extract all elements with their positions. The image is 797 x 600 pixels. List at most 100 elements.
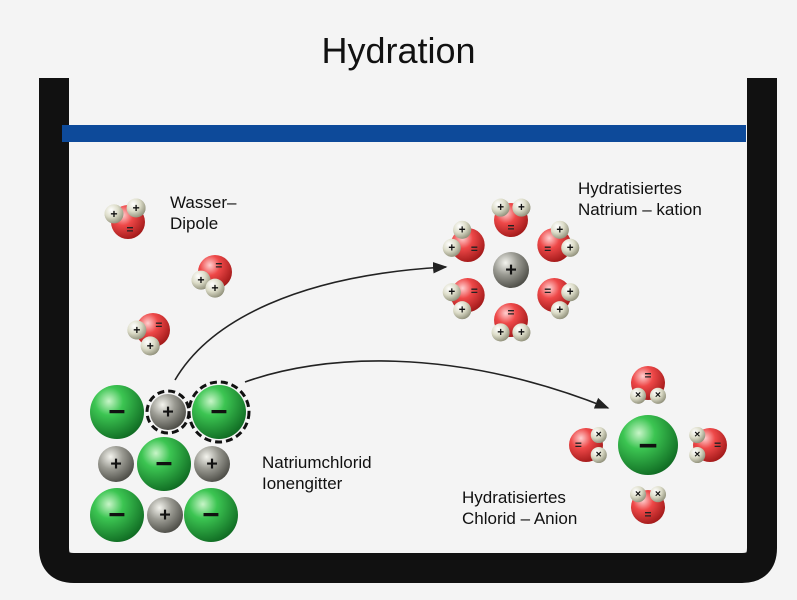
- chloride-ion: −: [187, 380, 251, 444]
- partial-plus: ×: [635, 390, 641, 401]
- partial-plus: +: [567, 241, 574, 254]
- partial-plus: ×: [655, 489, 661, 500]
- label-water-dipoles-line2: Dipole: [170, 214, 219, 233]
- hydrogen-atom: [104, 204, 124, 224]
- hydration-water: × × =: [689, 427, 727, 463]
- arrow-to-cation: [174, 261, 448, 381]
- label-lattice-line1: Natriumchlorid: [262, 453, 372, 472]
- water-dipole: + + =: [191, 255, 232, 298]
- hydrogen-atom: [205, 278, 225, 298]
- hydrogen-atom: [453, 301, 472, 320]
- sodium-ion: +: [147, 497, 183, 533]
- plus-sign: +: [162, 401, 174, 423]
- plus-sign: +: [110, 453, 122, 475]
- partial-plus: +: [459, 223, 466, 236]
- hydration-water: ++=: [491, 303, 531, 342]
- hydrogen-atom: [630, 387, 647, 404]
- hydrogen-atom: [689, 427, 706, 444]
- hydration-water: ++=: [537, 278, 580, 320]
- partial-plus: ×: [596, 449, 602, 460]
- partial-plus: ×: [635, 489, 641, 500]
- label-hydrated-anion-line1: Hydratisiertes: [462, 488, 566, 507]
- partial-plus: +: [448, 241, 455, 254]
- chloride-sphere: [90, 488, 144, 542]
- minus-sign: −: [108, 396, 125, 429]
- partial-plus: +: [459, 304, 466, 317]
- hydrogen-atom: [191, 270, 211, 290]
- hydrogen-atom: [590, 427, 607, 444]
- plus-sign: +: [206, 453, 218, 475]
- plus-sign: +: [159, 504, 171, 526]
- hydrogen-atom: [561, 283, 580, 302]
- hydrogen-atom: [512, 198, 531, 217]
- arrow-to-anion: [244, 360, 610, 409]
- partial-plus: +: [211, 281, 218, 295]
- hydration-water: ××=: [630, 366, 666, 404]
- label-hydrated-anion-line2: Chlorid – Anion: [462, 509, 578, 528]
- partial-plus: +: [518, 326, 525, 339]
- diagram-title: Hydration: [321, 30, 476, 71]
- hydration-water: ××=: [569, 427, 607, 463]
- label-water-dipoles: Wasser– Dipole: [170, 192, 236, 234]
- hydration-water: ++=: [442, 278, 485, 320]
- hydrogen-atom: [550, 301, 569, 320]
- partial-plus: +: [147, 339, 154, 353]
- partial-plus: +: [556, 304, 563, 317]
- label-hydrated-cation-line2: Natrium – kation: [578, 200, 702, 219]
- partial-minus: =: [544, 242, 551, 256]
- hydrogen-atom: [590, 446, 607, 463]
- label-water-dipoles-line1: Wasser–: [170, 193, 237, 212]
- label-lattice-line2: Ionengitter: [262, 474, 343, 493]
- hydrogen-atom: [561, 238, 580, 257]
- partial-minus: =: [714, 438, 721, 452]
- water-dipole: ++=: [104, 198, 146, 239]
- hydration-water: + + =: [442, 220, 485, 262]
- chloride-sphere: [192, 385, 246, 439]
- hydration-water: + + =: [537, 220, 580, 262]
- hydration-water: ××=: [630, 486, 666, 524]
- partial-minus: =: [575, 438, 582, 452]
- partial-plus: ×: [694, 430, 700, 441]
- sodium-ion: +: [98, 446, 134, 482]
- chloride-sphere: [184, 488, 238, 542]
- partial-plus: +: [556, 223, 563, 236]
- label-lattice: Natriumchlorid Ionengitter: [262, 452, 372, 494]
- sodium-ion: +: [145, 389, 191, 435]
- partial-plus: ×: [655, 390, 661, 401]
- sodium-sphere: [147, 497, 183, 533]
- hydrogen-atom: [689, 446, 706, 463]
- sodium-sphere: [194, 446, 230, 482]
- partial-plus: +: [132, 201, 139, 215]
- hydration-water: ++=: [491, 198, 531, 237]
- partial-plus: +: [110, 207, 117, 221]
- partial-minus: =: [471, 284, 478, 298]
- partial-minus: =: [215, 258, 222, 272]
- chloride-ion: −: [90, 488, 144, 542]
- sodium-sphere: [493, 252, 529, 288]
- hydrogen-atom: [442, 283, 461, 302]
- minus-sign: −: [210, 396, 227, 429]
- plus-sign: +: [505, 259, 517, 281]
- partial-plus: ×: [694, 449, 700, 460]
- partial-plus: +: [197, 273, 204, 287]
- hydrogen-atom: [630, 486, 647, 503]
- hydrogen-atom: [649, 387, 666, 404]
- partial-minus: =: [155, 318, 162, 332]
- water-dipole: ++=: [127, 313, 170, 356]
- hydrogen-atom: [126, 198, 146, 218]
- partial-plus: +: [497, 326, 504, 339]
- partial-minus: =: [645, 508, 652, 522]
- chloride-ion-hydrated: −: [618, 415, 678, 475]
- chloride-ion: −: [90, 385, 144, 439]
- partial-minus: =: [645, 368, 652, 382]
- label-hydrated-cation-line1: Hydratisiertes: [578, 179, 682, 198]
- hydrogen-atom: [512, 323, 531, 342]
- partial-plus: +: [133, 323, 140, 337]
- minus-sign: −: [202, 499, 219, 532]
- label-hydrated-cation: Hydratisiertes Natrium – kation: [578, 178, 702, 220]
- partial-plus: +: [518, 201, 525, 214]
- partial-minus: =: [471, 242, 478, 256]
- sodium-ion: +: [194, 446, 230, 482]
- partial-minus: =: [508, 221, 515, 235]
